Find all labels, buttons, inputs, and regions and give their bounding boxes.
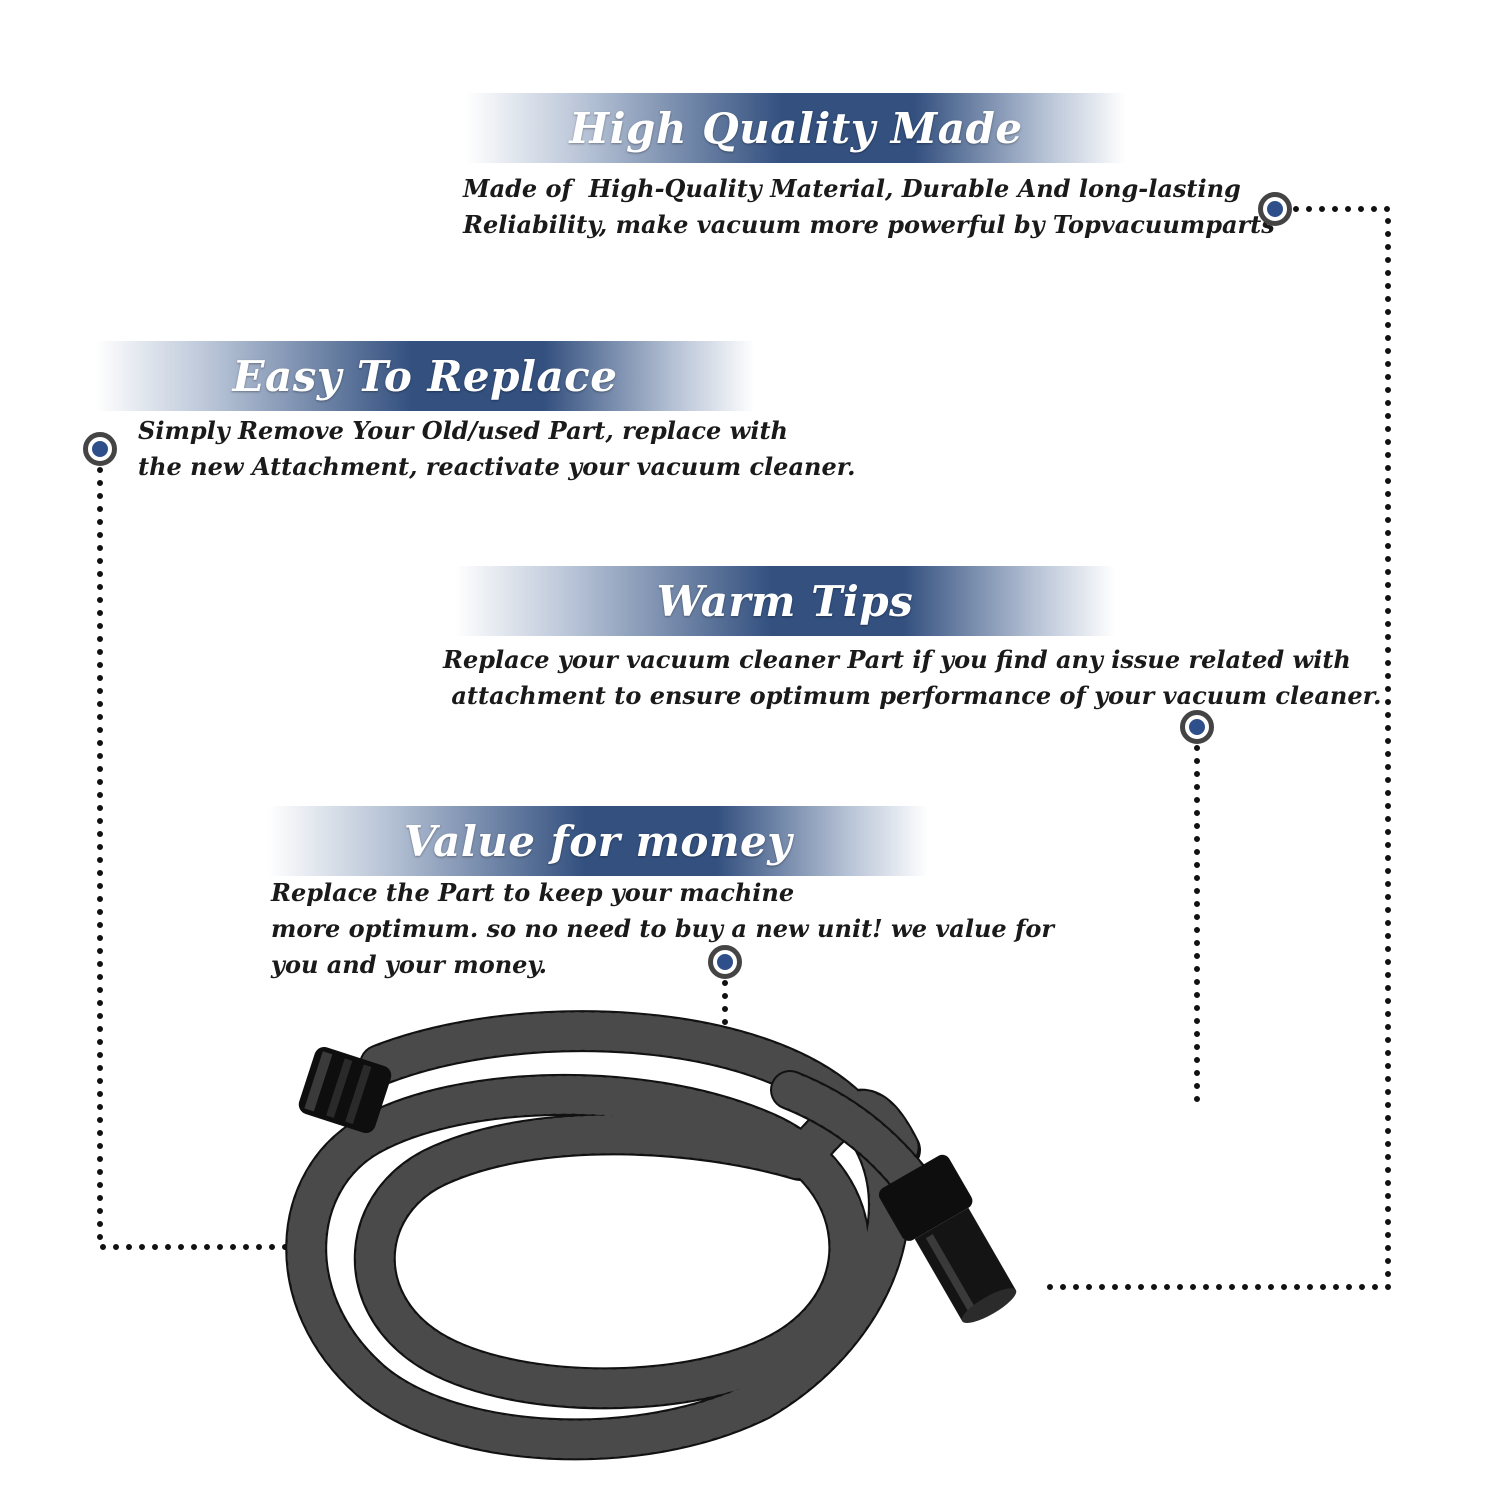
text-line: Made of High-Quality Material, Durable A… (463, 174, 1241, 203)
connector-easy-replace (97, 467, 298, 1250)
text-high-quality: Made of High-Quality Material, Durable A… (463, 171, 1275, 243)
text-warm-tips: Replace your vacuum cleaner Part if you … (443, 642, 1381, 714)
banner-easy-replace: Easy To Replace (95, 341, 755, 411)
marker-easy-replace-icon (83, 432, 117, 466)
hose-nozzle (878, 1154, 1017, 1323)
hose-cuff (298, 1046, 392, 1134)
text-value-money: Replace the Part to keep your machine mo… (271, 875, 1054, 983)
text-line: Simply Remove Your Old/used Part, replac… (138, 416, 788, 445)
heading-value-money: Value for money (403, 816, 793, 866)
heading-high-quality: High Quality Made (569, 103, 1023, 153)
text-easy-replace: Simply Remove Your Old/used Part, replac… (138, 413, 856, 485)
marker-high-quality-icon (1258, 192, 1292, 226)
banner-high-quality: High Quality Made (466, 93, 1126, 163)
text-line: more optimum. so no need to buy a new un… (271, 914, 1054, 943)
text-line: the new Attachment, reactivate your vacu… (138, 452, 856, 481)
text-line: you and your money. (271, 950, 547, 979)
text-line: Replace your vacuum cleaner Part if you … (443, 645, 1351, 674)
text-line: attachment to ensure optimum performance… (443, 681, 1382, 710)
text-line: Replace the Part to keep your machine (271, 878, 795, 907)
marker-value-money-icon (708, 945, 742, 979)
banner-warm-tips: Warm Tips (455, 566, 1115, 636)
heading-warm-tips: Warm Tips (656, 576, 914, 626)
marker-warm-tips-icon (1180, 710, 1214, 744)
heading-easy-replace: Easy To Replace (232, 351, 618, 401)
text-line: Reliability, make vacuum more powerful b… (463, 210, 1275, 239)
banner-value-money: Value for money (268, 806, 928, 876)
